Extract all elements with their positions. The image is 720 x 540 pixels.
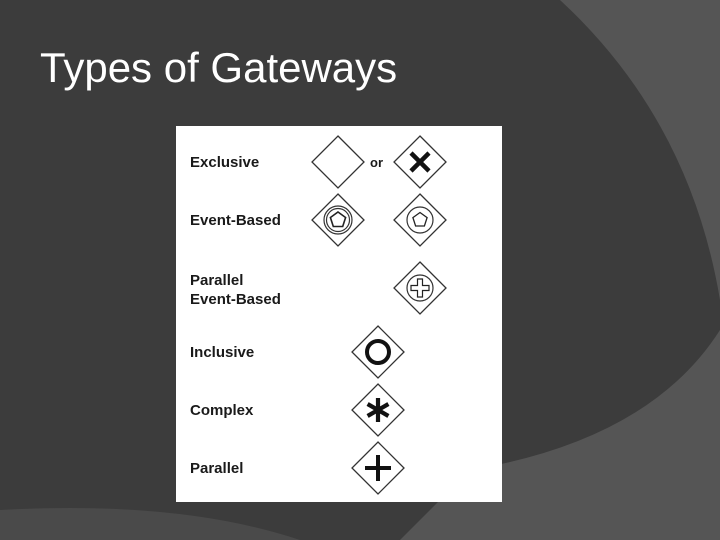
label-parallel: Parallel bbox=[190, 460, 244, 477]
label-parallel-event-based-line1: Parallel bbox=[190, 272, 244, 289]
parallel-gateway-icon bbox=[351, 441, 405, 495]
background-arc-top-right bbox=[560, 0, 720, 300]
label-exclusive: Exclusive bbox=[190, 154, 260, 171]
label-parallel-event-based-line2: Event-Based bbox=[190, 291, 281, 308]
exclusive-gateway-empty-icon bbox=[311, 135, 365, 189]
parallel-event-based-gateway-icon bbox=[393, 261, 447, 315]
label-complex: Complex bbox=[190, 402, 254, 419]
background-arc-bottom-left bbox=[0, 508, 300, 540]
gateway-types-diagram: Exclusive or Event-Based Parallel Event-… bbox=[176, 126, 502, 502]
label-inclusive: Inclusive bbox=[190, 344, 255, 361]
exclusive-gateway-x-icon bbox=[393, 135, 447, 189]
event-based-gateway-icon bbox=[311, 193, 365, 247]
event-based-start-gateway-icon bbox=[393, 193, 447, 247]
slide-title: Types of Gateways bbox=[40, 44, 398, 91]
label-or: or bbox=[370, 155, 383, 170]
inclusive-gateway-icon bbox=[351, 325, 405, 379]
complex-gateway-icon bbox=[351, 383, 405, 437]
label-event-based: Event-Based bbox=[190, 212, 281, 229]
